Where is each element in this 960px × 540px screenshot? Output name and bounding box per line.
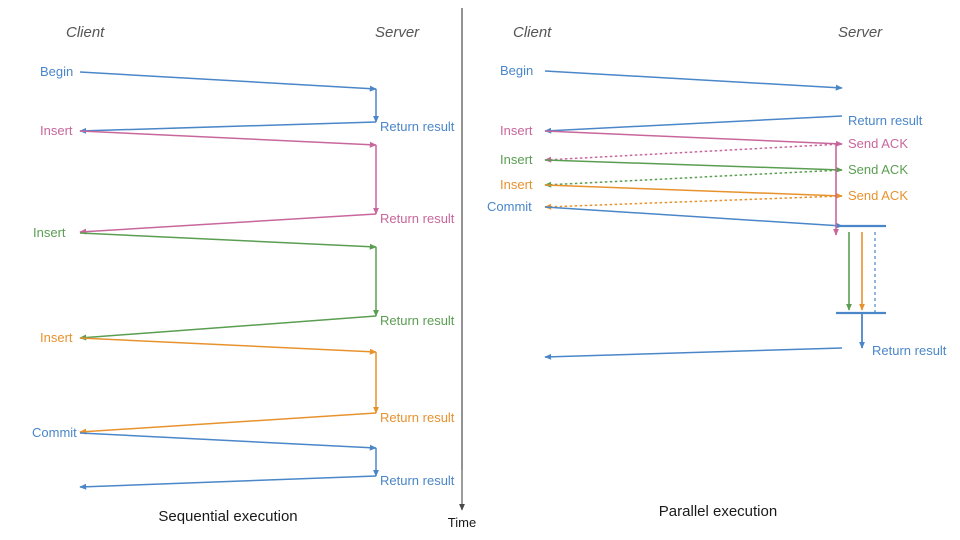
message-label-sequential-5: Return result [380, 313, 455, 328]
message-label-parallel-3: Send ACK [848, 136, 908, 151]
message-label-sequential-1: Return result [380, 119, 455, 134]
message-arrow-parallel-5 [544, 169, 843, 188]
message-arrow-parallel-6 [544, 184, 843, 199]
lane-title-server-sequential: Server [375, 24, 420, 41]
message-arrow-parallel-4 [544, 159, 843, 173]
message-arrow-parallel-3 [544, 143, 843, 163]
divider-layer: Time [448, 8, 476, 530]
message-label-parallel-0: Begin [500, 63, 533, 78]
message-arrow-parallel-8 [544, 206, 843, 229]
message-arrow-sequential-4 [79, 232, 377, 250]
message-label-parallel-9: Return result [872, 343, 947, 358]
time-axis-label: Time [448, 515, 476, 530]
message-arrow-sequential-3 [79, 213, 377, 235]
message-arrow-sequential-1 [79, 121, 377, 134]
lane-title-client-sequential: Client [66, 24, 105, 41]
message-label-sequential-3: Return result [380, 211, 455, 226]
message-label-sequential-0: Begin [40, 64, 73, 79]
message-label-sequential-4: Insert [33, 225, 66, 240]
message-arrow-sequential-2 [79, 130, 377, 148]
message-label-parallel-7: Send ACK [848, 188, 908, 203]
lane-title-client-parallel: Client [513, 24, 552, 41]
message-label-sequential-8: Commit [32, 425, 77, 440]
message-label-parallel-1: Return result [848, 113, 923, 128]
message-arrow-parallel-0 [544, 70, 843, 91]
message-arrow-parallel-7 [544, 195, 843, 210]
message-label-sequential-2: Insert [40, 123, 73, 138]
message-arrow-sequential-7 [79, 412, 377, 435]
message-arrow-parallel-1 [544, 115, 843, 134]
message-label-parallel-4: Insert [500, 152, 533, 167]
message-label-parallel-5: Send ACK [848, 162, 908, 177]
message-arrow-sequential-5 [79, 315, 377, 341]
message-arrow-sequential-6 [79, 337, 377, 355]
panel-caption-sequential: Sequential execution [158, 508, 297, 525]
message-label-parallel-6: Insert [500, 177, 533, 192]
message-label-parallel-8: Commit [487, 199, 532, 214]
message-arrow-parallel-2 [544, 130, 843, 147]
message-arrow-sequential-0 [79, 71, 377, 92]
message-label-parallel-2: Insert [500, 123, 533, 138]
message-arrow-sequential-9 [79, 475, 377, 490]
panel-caption-parallel: Parallel execution [659, 503, 777, 520]
message-label-sequential-9: Return result [380, 473, 455, 488]
lane-title-server-parallel: Server [838, 24, 883, 41]
message-arrow-parallel-9 [544, 347, 843, 360]
message-label-sequential-7: Return result [380, 410, 455, 425]
message-arrow-sequential-8 [79, 432, 377, 451]
message-label-sequential-6: Insert [40, 330, 73, 345]
